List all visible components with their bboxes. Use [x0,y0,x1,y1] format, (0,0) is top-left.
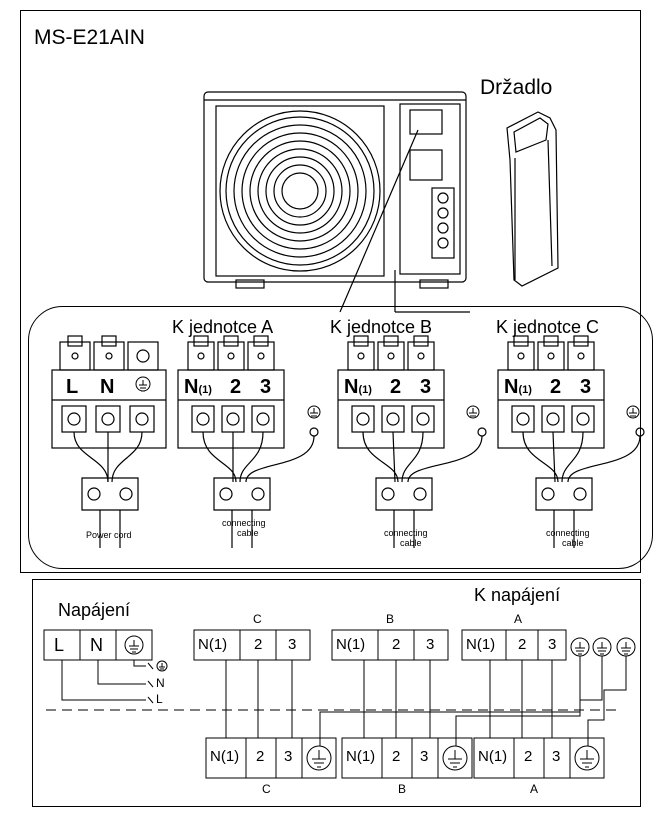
power-terminal-block [51,335,167,548]
unit-a-terminal-2: 2 [230,376,242,398]
unit-block-b [337,335,487,548]
wire-label-l: L [156,692,163,706]
outdoor-unit-illustration [203,91,470,313]
power-title: Napájení [58,600,131,620]
lower-frame [32,579,641,807]
bottom-b-2: 2 [392,748,401,765]
bottom-c-2: 2 [256,748,265,765]
lower-bottom-blocks [205,737,605,779]
unit-a-terminal-3: 3 [260,376,272,398]
power-terminal-n: N [100,376,115,398]
top-b-3: 3 [426,636,435,653]
top-b-2: 2 [392,636,401,653]
top-block-b-letter: B [386,612,395,626]
bottom-block-c-letter: C [262,782,271,796]
top-c-3: 3 [288,636,297,653]
unit-c-terminal-2: 2 [550,376,562,398]
top-b-n: N(1) [336,636,366,653]
top-block-c-letter: C [253,612,262,626]
lower-power-terminal-n: N [90,635,103,655]
upper-frame [20,10,641,573]
unit-c-terminal-3: 3 [580,376,592,398]
bottom-a-2: 2 [524,748,533,765]
top-block-a-letter: A [514,612,523,626]
bottom-block-a-letter: A [530,782,539,796]
lower-power-block [43,629,168,704]
bottom-b-3: 3 [420,748,429,765]
bottom-c-3: 3 [284,748,293,765]
power-terminal-l: L [66,376,79,398]
bottom-b-n: N(1) [346,748,376,765]
bottom-c-n: N(1) [210,748,240,765]
handle-illustration [506,111,559,287]
power-supply-title: K napájení [474,585,561,605]
top-a-n: N(1) [466,636,496,653]
ground-symbols-upper [135,376,640,419]
bottom-a-n: N(1) [478,748,508,765]
power-cord-label: Power cord [86,530,132,540]
bottom-block-b-letter: B [398,782,407,796]
unit-b-terminal-n: N(1) [344,376,372,398]
lower-power-terminal-l: L [54,635,65,655]
top-a-3: 3 [548,636,557,653]
unit-block-c [497,335,645,548]
top-c-2: 2 [254,636,263,653]
unit-a-title: K jednotce A [172,317,274,337]
lower-wiring [225,656,627,746]
bottom-a-3: 3 [552,748,561,765]
unit-block-a [177,335,319,548]
unit-b-terminal-3: 3 [420,376,432,398]
unit-c-terminal-n: N(1) [504,376,532,398]
handle-label: Držadlo [480,76,553,99]
top-a-2: 2 [518,636,527,653]
unit-a-terminal-n: N(1) [184,376,212,398]
model-title: MS-E21AIN [34,26,145,49]
unit-c-title: K jednotce C [496,317,600,337]
wire-label-n: N [156,676,165,690]
terminal-panel-frame [28,306,653,569]
top-c-n: N(1) [198,636,228,653]
unit-b-terminal-2: 2 [390,376,402,398]
unit-b-title: K jednotce B [330,317,433,337]
